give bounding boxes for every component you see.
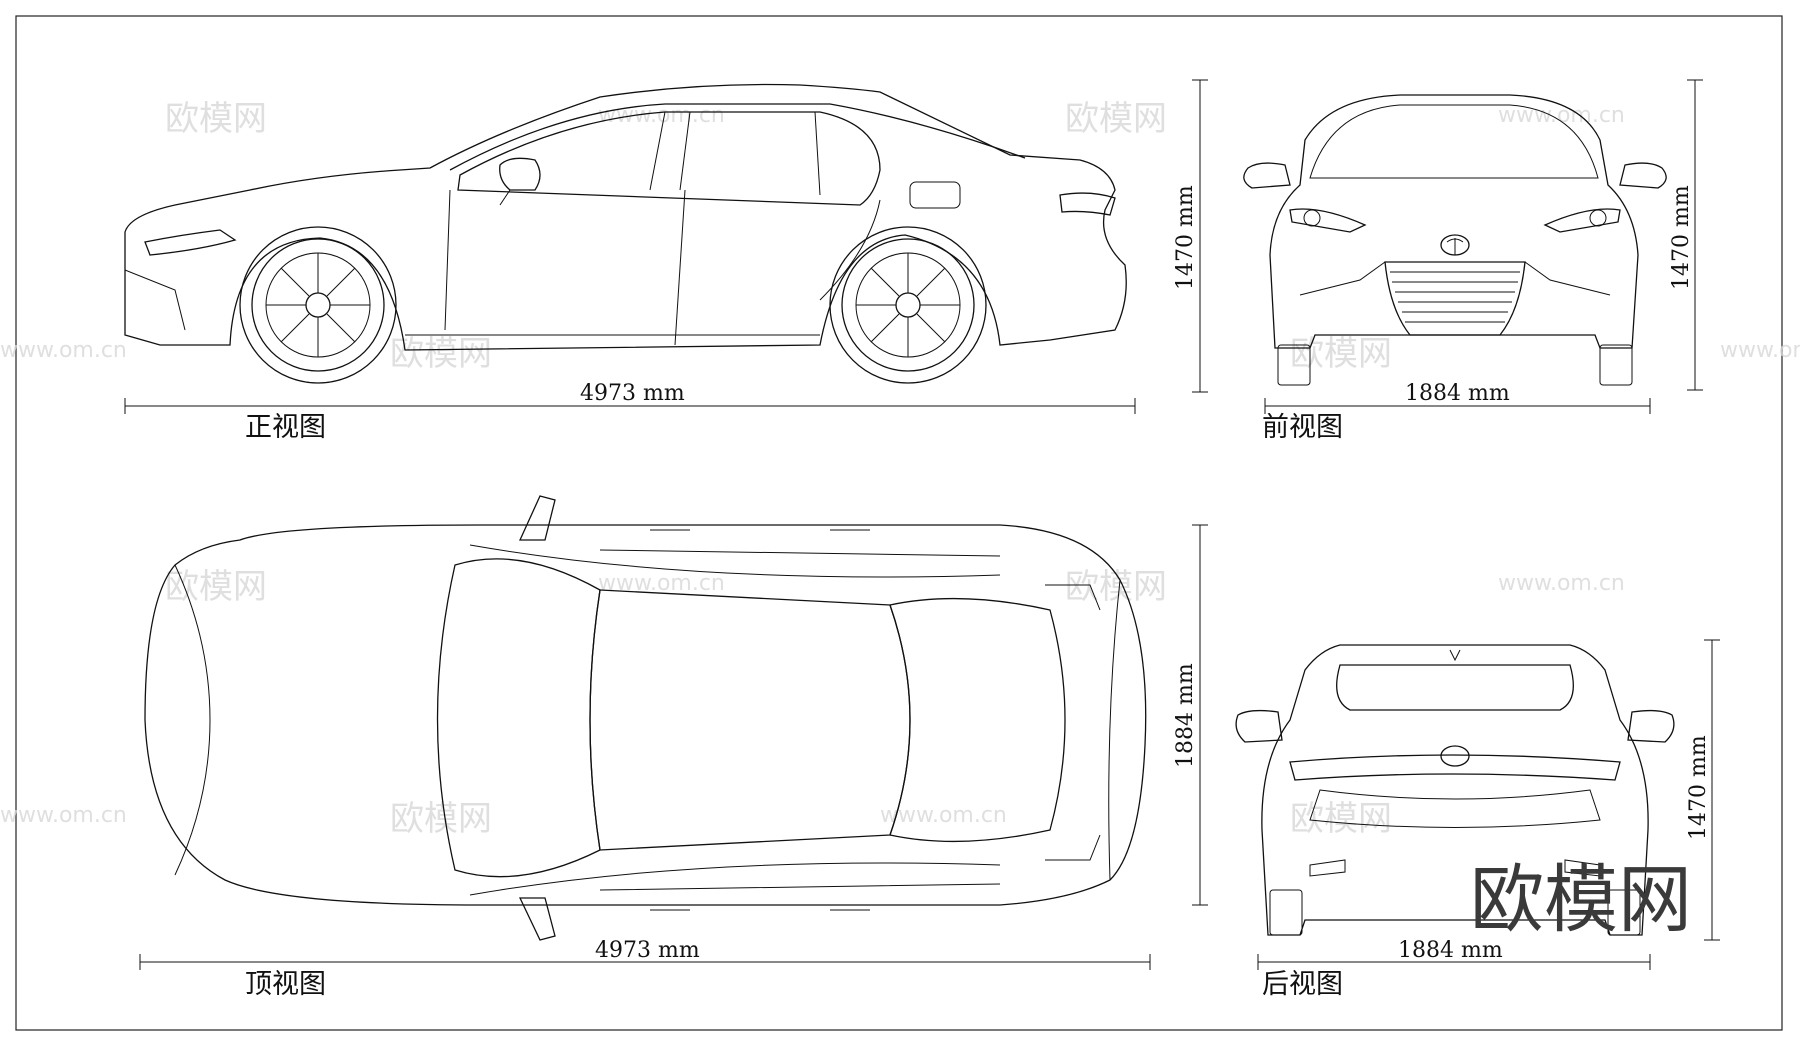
watermark-url-4: www.om.cn xyxy=(1720,338,1800,363)
top-width-label: 1884 mm xyxy=(1173,663,1198,768)
watermark-url-1: www.om.cn xyxy=(598,103,725,128)
watermark-layer: 欧模网 www.om.cn 欧模网 www.om.cn 欧模网 www.om.c… xyxy=(0,99,1800,839)
side-height-label: 1470 mm xyxy=(1173,185,1198,290)
front-view-car-outline xyxy=(1243,94,1667,386)
side-length-label: 4973 mm xyxy=(580,381,685,406)
front-view: 1884 mm 1470 mm 前视图 xyxy=(1243,79,1703,443)
rear-view-title: 后视图 xyxy=(1262,969,1343,1000)
watermark-url-2: www.om.cn xyxy=(1498,103,1625,128)
watermark-logo-5: 欧模网 xyxy=(165,567,267,607)
front-height-label: 1470 mm xyxy=(1669,185,1694,290)
top-length-label: 4973 mm xyxy=(595,938,700,963)
watermark-url-3: www.om.cn xyxy=(0,338,127,363)
front-width-label: 1884 mm xyxy=(1405,381,1510,406)
watermark-logo-7: 欧模网 xyxy=(390,799,492,839)
top-view: 4973 mm 1884 mm 顶视图 xyxy=(139,495,1208,1000)
side-view-title: 正视图 xyxy=(245,412,326,443)
watermark-logo-8: 欧模网 xyxy=(1290,799,1392,839)
rear-view-car-outline xyxy=(1235,644,1675,936)
watermark-logo-1: 欧模网 xyxy=(165,99,267,139)
top-view-car-outline xyxy=(144,495,1147,941)
front-view-title: 前视图 xyxy=(1262,412,1343,443)
rear-width-label: 1884 mm xyxy=(1398,938,1503,963)
watermark-url-6: www.om.cn xyxy=(1498,571,1625,596)
watermark-logo-large: 欧模网 xyxy=(1470,857,1692,943)
rear-view: 1884 mm 1470 mm 后视图 xyxy=(1235,639,1720,1000)
side-view-car-outline xyxy=(124,83,1127,384)
side-view: 4973 mm 1470 mm 正视图 xyxy=(124,79,1208,443)
watermark-url-5: www.om.cn xyxy=(598,571,725,596)
watermark-logo-3: 欧模网 xyxy=(390,334,492,374)
watermark-url-8: www.om.cn xyxy=(880,803,1007,828)
rear-height-label: 1470 mm xyxy=(1686,735,1711,840)
watermark-url-7: www.om.cn xyxy=(0,803,127,828)
watermark-logo-2: 欧模网 xyxy=(1065,99,1167,139)
watermark-logo-4: 欧模网 xyxy=(1290,334,1392,374)
top-view-title: 顶视图 xyxy=(245,969,326,1000)
drawing-border xyxy=(15,15,1783,1031)
